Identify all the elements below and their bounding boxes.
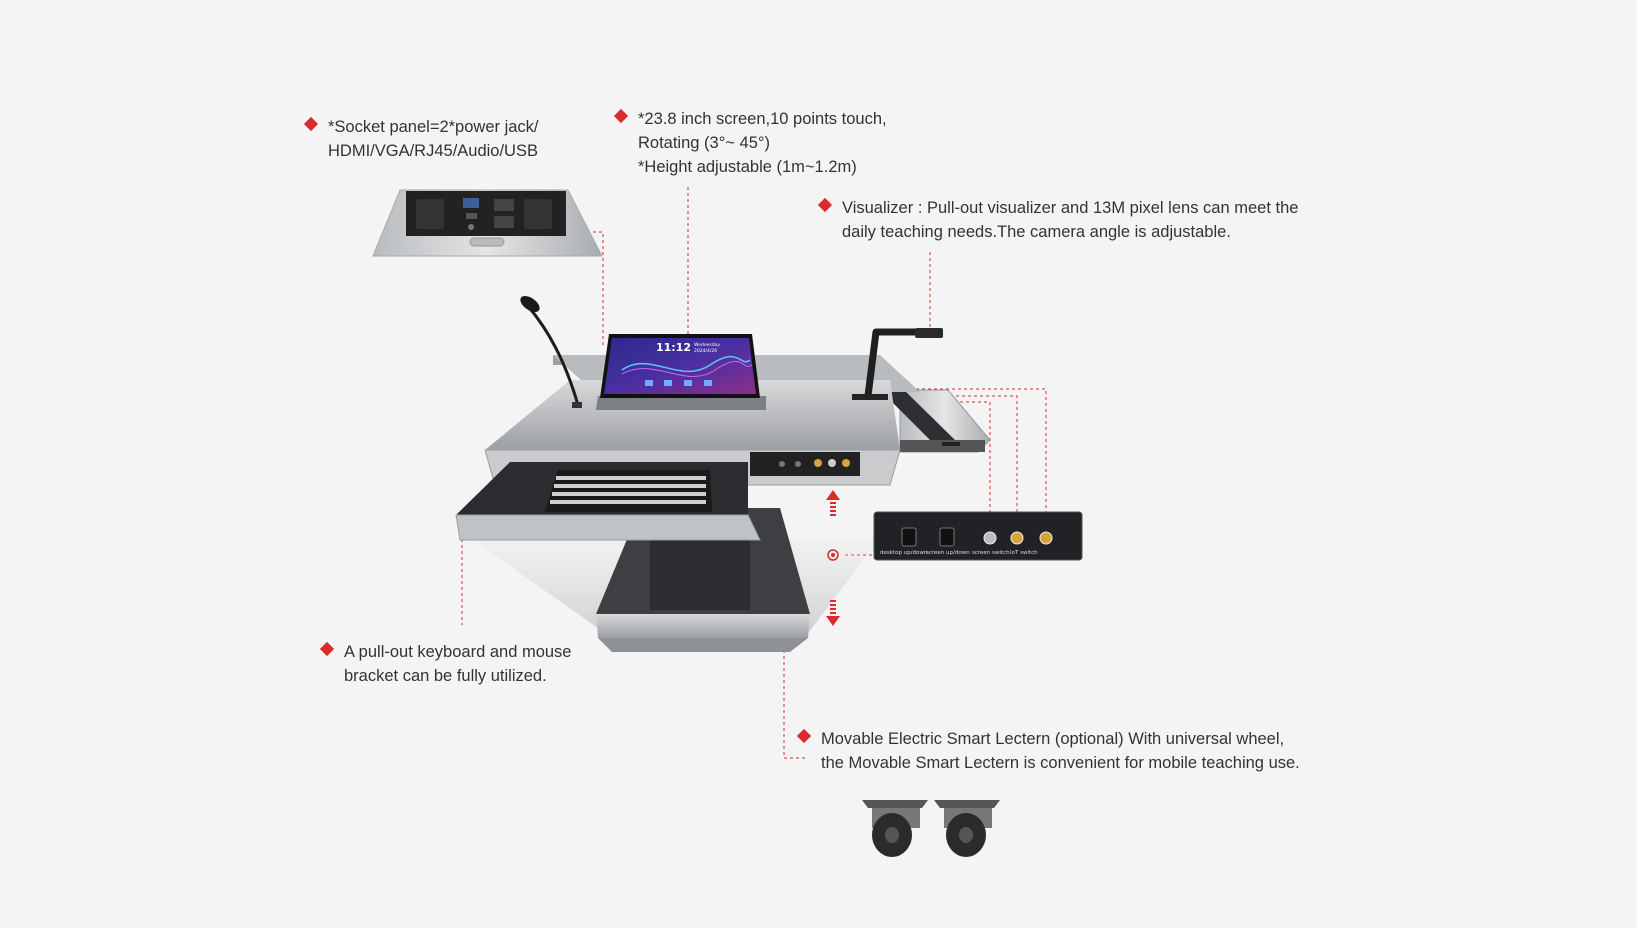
keyboard-callout-line2: bracket can be fully utilized.	[344, 667, 547, 685]
caster-wheels	[862, 800, 1000, 857]
visualizer-tray	[880, 389, 991, 453]
screen-callout-line2: Rotating (3°~ 45°)	[638, 134, 770, 152]
screen-time: 11:12	[656, 341, 691, 354]
movable-callout: Movable Electric Smart Lectern (optional…	[796, 727, 1300, 775]
control-label-desktop: desktop up/down	[880, 550, 928, 556]
socket-callout-line2: HDMI/VGA/RJ45/Audio/USB	[328, 142, 538, 160]
screen-callout: *23.8 inch screen,10 points touch, Rotat…	[613, 107, 887, 179]
gooseneck-microphone	[520, 296, 582, 408]
visualizer-callout: Visualizer : Pull-out visualizer and 13M…	[817, 196, 1299, 244]
visualizer-camera	[852, 328, 943, 400]
screen-day: Wednesday	[694, 342, 720, 348]
visualizer-callout-line1: Visualizer : Pull-out visualizer and 13M…	[842, 199, 1299, 217]
movable-callout-line1: Movable Electric Smart Lectern (optional…	[821, 730, 1285, 748]
movable-callout-line2: the Movable Smart Lectern is convenient …	[821, 754, 1300, 772]
visualizer-callout-line2: daily teaching needs.The camera angle is…	[842, 223, 1231, 241]
socket-callout: *Socket panel=2*power jack/ HDMI/VGA/RJ4…	[303, 115, 539, 163]
socket-panel	[372, 189, 603, 257]
keyboard-callout-line1: A pull-out keyboard and mouse	[344, 643, 572, 661]
caster-wheel	[934, 800, 1000, 857]
control-label-screen: screen up/down	[926, 550, 970, 556]
screen-callout-line1: *23.8 inch screen,10 points touch,	[638, 110, 887, 128]
caster-wheel	[862, 800, 928, 857]
height-indicator	[826, 490, 840, 626]
keyboard-callout: A pull-out keyboard and mouse bracket ca…	[319, 640, 572, 688]
keyboard-drawer	[455, 462, 761, 541]
control-label-iot: IoT switch	[1010, 550, 1038, 556]
touch-monitor: 11:12 Wednesday 2024/4/26	[596, 334, 766, 410]
control-panel: desktop up/down screen up/down screen sw…	[873, 511, 1083, 561]
control-label-screen-switch: screen switch	[972, 550, 1010, 556]
screen-date: 2024/4/26	[694, 348, 717, 354]
socket-callout-line1: *Socket panel=2*power jack/	[328, 118, 539, 136]
screen-callout-line3: *Height adjustable (1m~1.2m)	[638, 158, 857, 176]
